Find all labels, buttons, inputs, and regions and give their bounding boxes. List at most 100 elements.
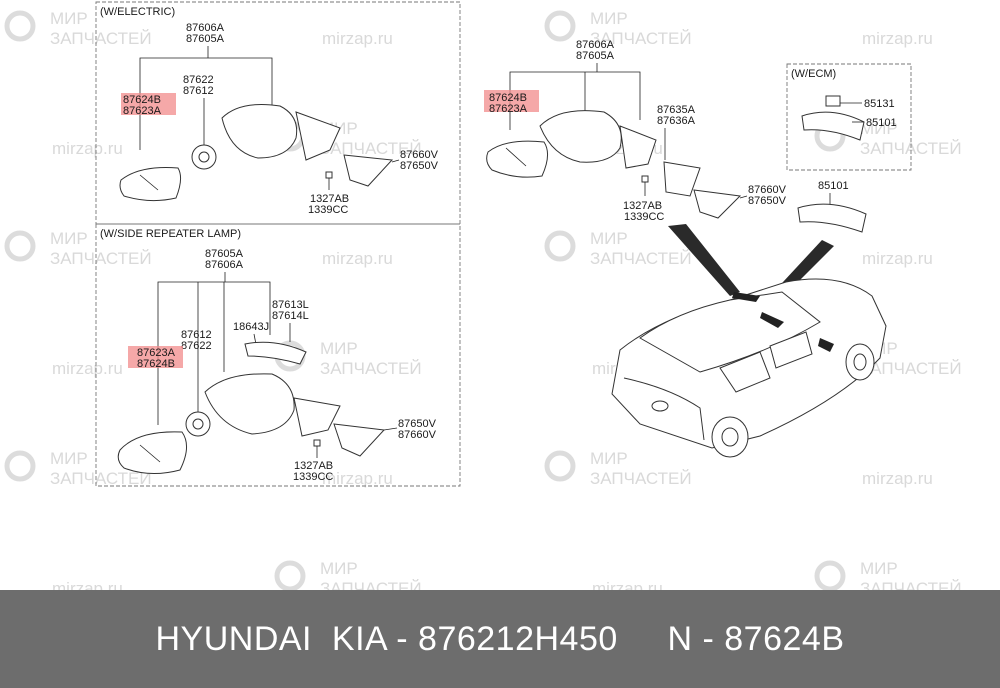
watermark-text: МИР — [860, 559, 898, 578]
mirror-housing-shape — [221, 104, 298, 159]
label-87605A: 87605A — [186, 33, 225, 45]
watermark-logo-icon — [814, 560, 846, 590]
watermark-text: МИР — [50, 229, 88, 248]
label-1327AB: 1327AB — [310, 193, 349, 205]
label-87636A: 87636A — [657, 115, 696, 127]
label-87612: 87612 — [181, 329, 212, 341]
mirror-glass-shape — [486, 140, 548, 178]
watermark-site: mirzap.ru — [322, 29, 393, 48]
label-87660V: 87660V — [748, 184, 787, 196]
watermark-logo-icon — [4, 10, 36, 42]
ecm-sensor-shape — [825, 95, 841, 107]
watermark-text: ЗАПЧАСТЕЙ — [320, 359, 422, 378]
label-87650V: 87650V — [398, 418, 437, 430]
part-number-text: HYUNDAI KIA - 876212H450 N - 87624B — [155, 619, 845, 658]
label-87622: 87622 — [181, 340, 212, 352]
watermark-site: mirzap.ru — [52, 139, 123, 158]
label-87612: 87612 — [183, 85, 214, 97]
watermark-text: ЗАПЧАСТЕЙ — [320, 579, 422, 590]
watermark-site: mirzap.ru — [52, 579, 123, 590]
ecm-mirror-shape — [801, 111, 865, 141]
watermark-site: mirzap.ru — [322, 249, 393, 268]
label-87623A: 87623A — [123, 105, 162, 117]
mirror-cap-shape — [663, 161, 701, 197]
panel-ecm: (W/ECM) 85131 85101 — [786, 63, 912, 171]
label-87623A: 87623A — [489, 103, 528, 115]
watermark-site: mirzap.ru — [52, 359, 123, 378]
label-87606A: 87606A — [576, 39, 615, 51]
watermark-text: ЗАПЧАСТЕЙ — [590, 29, 692, 48]
watermark-text: МИР — [320, 559, 358, 578]
mirror-cover-shape — [343, 154, 394, 187]
footer-bar: HYUNDAI KIA - 876212H450 N - 87624B — [0, 590, 1000, 688]
label-87622: 87622 — [183, 74, 214, 86]
label-85131: 85131 — [864, 98, 895, 110]
mirror-housing-shape — [539, 110, 622, 163]
watermark-text: ЗАПЧАСТЕЙ — [590, 249, 692, 268]
watermark-logo-icon — [544, 230, 576, 262]
watermark-text: МИР — [50, 9, 88, 28]
mirror-cover-shape — [693, 189, 742, 219]
label-85101: 85101 — [818, 180, 849, 192]
highlight-87624B — [121, 93, 176, 115]
watermark-text: МИР — [590, 449, 628, 468]
car-illustration — [611, 278, 887, 458]
label-1327AB: 1327AB — [294, 460, 333, 472]
label-87650V: 87650V — [748, 195, 787, 207]
label-1327AB: 1327AB — [623, 200, 662, 212]
watermark-text: МИР — [590, 229, 628, 248]
label-87605A: 87605A — [205, 248, 244, 260]
mirror-base-shape — [619, 125, 657, 169]
watermark-logo-icon — [544, 450, 576, 482]
watermark-site: mirzap.ru — [322, 469, 393, 488]
panel-repeater: (W/SIDE REPEATER LAMP) 87605A 87606A 876… — [95, 223, 461, 487]
mirror-base-shape — [295, 111, 341, 161]
panel-ecm-frame — [786, 63, 912, 171]
panel-electric: (W/ELECTRIC) 87606A 87605A 87624B 87623A… — [95, 1, 461, 225]
label-87650V: 87650V — [400, 160, 439, 172]
watermark-logo-icon — [274, 560, 306, 590]
label-87606A: 87606A — [186, 22, 225, 34]
panel-ecm-header: (W/ECM) — [791, 68, 836, 80]
label-87606A: 87606A — [205, 259, 244, 271]
label-1339CC: 1339CC — [293, 471, 333, 483]
label-87605A: 87605A — [576, 50, 615, 62]
watermark-text: ЗАПЧАСТЕЙ — [590, 469, 692, 488]
label-85101: 85101 — [866, 117, 897, 129]
watermark-text: ЗАПЧАСТЕЙ — [860, 359, 962, 378]
label-87613L: 87613L — [272, 299, 309, 311]
label-18643J: 18643J — [233, 321, 269, 333]
watermark-text: МИР — [590, 9, 628, 28]
watermark-site: mirzap.ru — [862, 249, 933, 268]
label-87635A: 87635A — [657, 104, 696, 116]
callout-pointer-left — [668, 224, 740, 296]
label-1339CC: 1339CC — [624, 211, 664, 223]
panel-main: 87606A 87605A 87624B 87623A 87635A 87636… — [484, 39, 887, 458]
label-87614L: 87614L — [272, 310, 309, 322]
watermark-logo-icon — [4, 450, 36, 482]
highlight-87624B — [484, 90, 539, 112]
watermark-logo-icon — [544, 10, 576, 42]
watermark-text: ЗАПЧАСТЕЙ — [320, 139, 422, 158]
watermark-text: МИР — [320, 339, 358, 358]
mirror-glass-shape — [117, 431, 187, 474]
label-87624B: 87624B — [489, 92, 527, 104]
panel-electric-header: (W/ELECTRIC) — [100, 6, 175, 18]
label-87624B: 87624B — [123, 94, 161, 106]
watermark-text: ЗАПЧАСТЕЙ — [860, 579, 962, 590]
watermark-text: ЗАПЧАСТЕЙ — [860, 139, 962, 158]
label-87623A: 87623A — [137, 347, 176, 359]
watermark-text: ЗАПЧАСТЕЙ — [50, 469, 152, 488]
watermark-site: mirzap.ru — [592, 579, 663, 590]
watermark-logo-icon — [4, 230, 36, 262]
panel-repeater-frame — [95, 223, 461, 487]
watermark-text: ЗАПЧАСТЕЙ — [50, 29, 152, 48]
label-87624B: 87624B — [137, 358, 175, 370]
watermark-text: ЗАПЧАСТЕЙ — [50, 249, 152, 268]
watermark-text: МИР — [860, 119, 898, 138]
watermark-text: МИР — [50, 449, 88, 468]
mirror-base-shape — [293, 397, 341, 437]
watermark-site: mirzap.ru — [862, 469, 933, 488]
